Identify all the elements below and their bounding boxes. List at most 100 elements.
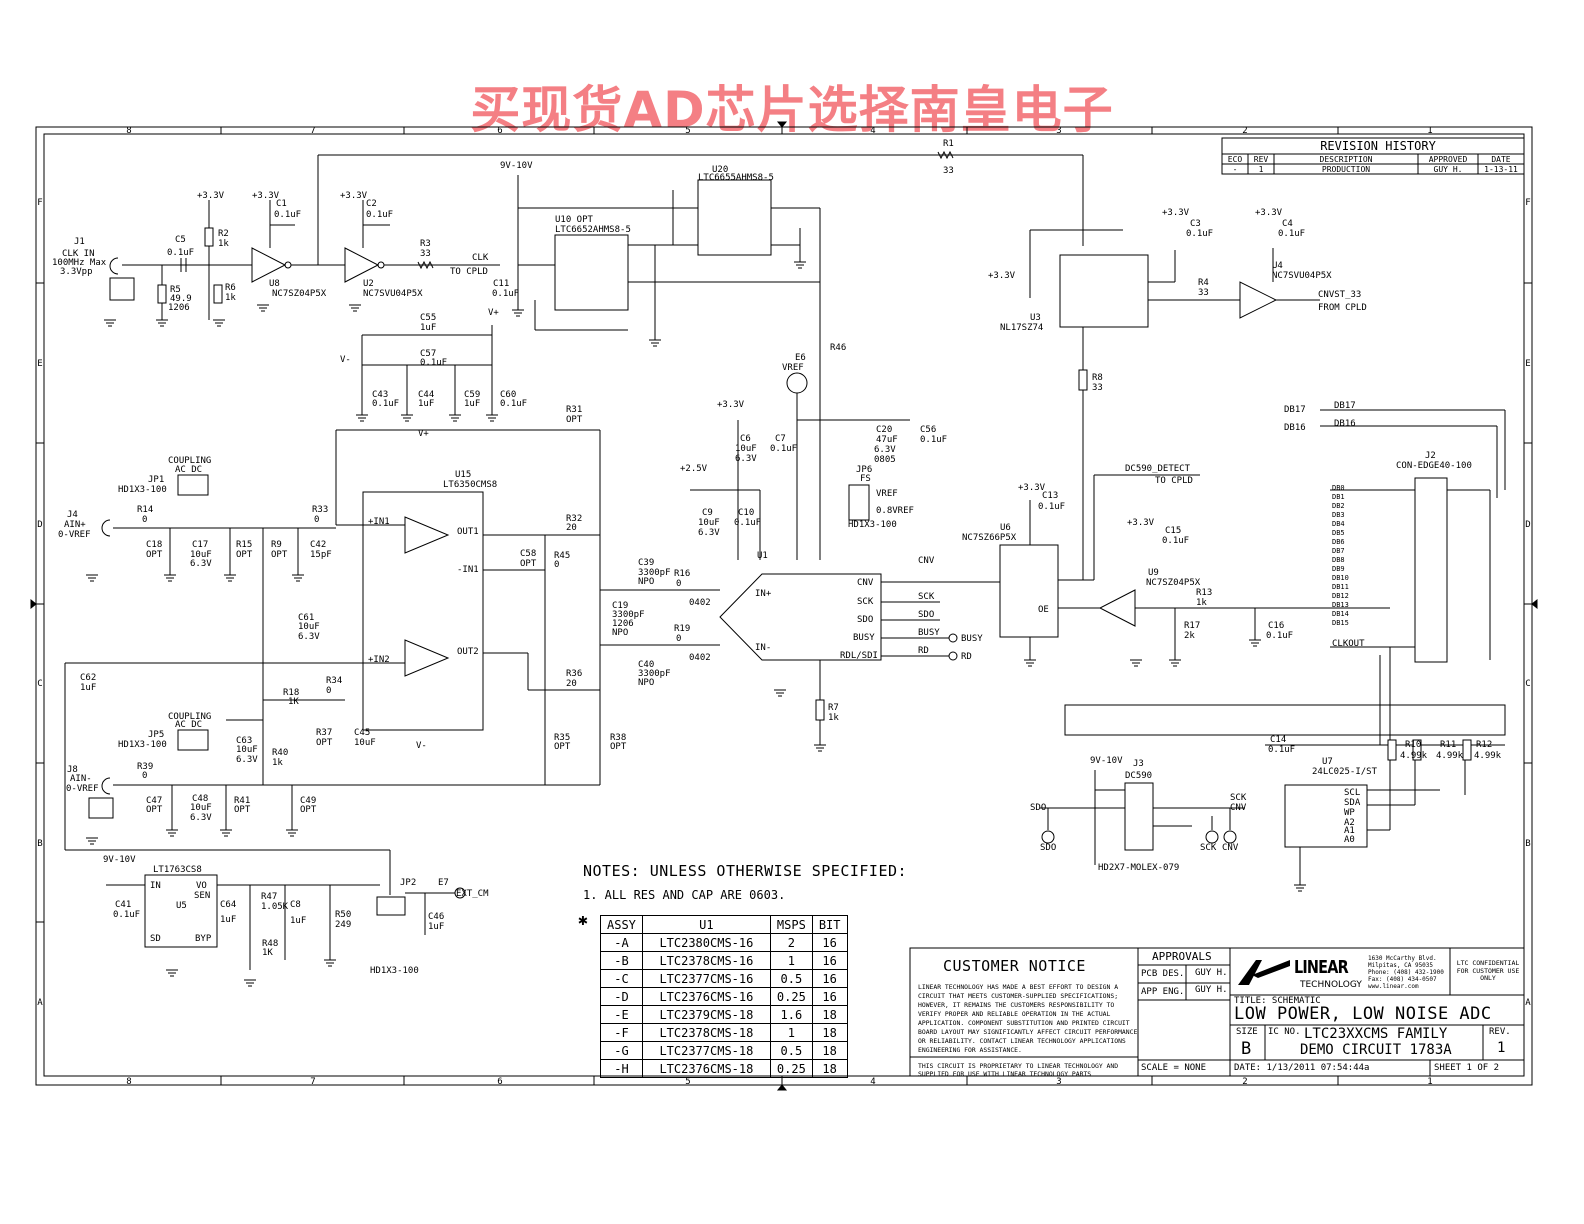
clkout-net: CLKOUT [1332, 639, 1365, 649]
in1-pin: +IN1 [368, 517, 390, 527]
rev-header-approved: APPROVED [1429, 155, 1468, 164]
to-cpld-label-2: TO CPLD [1155, 476, 1193, 486]
c40-value: 3300pF [638, 669, 671, 679]
v910-label-3: 9V-10V [1090, 756, 1123, 766]
jp6-part: HD1X3-100 [848, 520, 897, 530]
j8-label: J8 [67, 765, 78, 775]
assy-cell: -D [600, 987, 643, 1006]
r41-label: R41 [234, 796, 250, 806]
vref-label: VREF [782, 363, 804, 373]
c11-value: 0.1uF [492, 289, 519, 299]
proprietary-notice: THIS CIRCUIT IS PROPRIETARY TO LINEAR TE… [918, 1062, 1119, 1078]
r32-label: R32 [566, 514, 582, 524]
fs-label: FS [860, 474, 871, 484]
r48-label: R48 [262, 939, 278, 949]
c47-value: OPT [146, 805, 163, 815]
r13-value: 1k [1196, 598, 1207, 608]
zone-col-4-top: 4 [870, 126, 875, 136]
msps-cell: 0.5 [769, 1041, 813, 1060]
ground-symbols [86, 261, 1306, 987]
u6-oe-pin: OE [1038, 605, 1049, 615]
c61-label: C61 [298, 613, 314, 623]
date-label: DATE: 1/13/2011 07:54:44a [1234, 1063, 1370, 1073]
assy-cell: -G [600, 1041, 643, 1060]
r2-label: R2 [218, 229, 229, 239]
sdo-net: SDO [918, 610, 934, 620]
r34-label: R34 [326, 676, 342, 686]
rd-test-point: RD [961, 652, 972, 662]
u7-a1-pin: A1 [1344, 826, 1355, 836]
c6-label: C6 [740, 434, 751, 444]
u20-part: LTC6655AHMS8-5 [698, 173, 774, 183]
c55-value: 1uF [420, 323, 436, 333]
schematic-title: LOW POWER, LOW NOISE ADC [1234, 1004, 1492, 1024]
ain-minus-label: AIN- [70, 774, 92, 784]
db4-net: DB4 [1332, 520, 1345, 528]
u5-in-pin: IN [150, 881, 161, 891]
linear-logo-icon [1238, 960, 1290, 985]
c43-value: 0.1uF [372, 399, 399, 409]
r33-label: R33 [312, 505, 328, 515]
zone-col-7-top: 7 [310, 126, 315, 136]
c20-label: C20 [876, 425, 892, 435]
c42-label: C42 [310, 540, 326, 550]
zone-col-3-top: 3 [1056, 126, 1061, 136]
ain-plus-label: AIN+ [64, 520, 86, 530]
vref0-label-2: 0-VREF [66, 784, 99, 794]
app-eng-label: APP ENG. [1141, 987, 1185, 997]
db12-net: DB12 [1332, 592, 1349, 600]
r45-label: R45 [554, 551, 570, 561]
zone-col-3-bottom: 3 [1056, 1077, 1061, 1087]
db9-net: DB9 [1332, 565, 1345, 573]
r46-label: R46 [830, 343, 846, 353]
linear-logo-word: LINEAR [1294, 957, 1349, 978]
jp6-label: JP6 [856, 465, 872, 475]
part-cell: LTC2378CMS-16 [641, 951, 771, 970]
clk-vpp-label: 3.3Vpp [60, 267, 93, 277]
c59-label: C59 [464, 390, 480, 400]
vminus-label-1: V- [340, 355, 351, 365]
cnvst-label: CNVST_33 [1318, 290, 1361, 300]
r35-value: OPT [554, 742, 571, 752]
ic-no-value: LTC23XXCMS FAMILY [1304, 1026, 1448, 1042]
c62-value: 1uF [80, 683, 96, 693]
r8-value: 33 [1092, 383, 1103, 393]
jp2-part: HD1X3-100 [370, 966, 419, 976]
revision-history-box [1221, 137, 1525, 175]
rev-header-eco: ECO [1228, 155, 1243, 164]
c63-rating: 6.3V [236, 755, 258, 765]
zone-row-f-left: F [37, 198, 42, 208]
zone-row-d-left: D [37, 520, 42, 530]
c5-value: 0.1uF [167, 248, 194, 258]
r11-label: R11 [1440, 740, 1456, 750]
coupling-label-1: COUPLING [168, 456, 211, 466]
rev-header-rev: REV [1254, 155, 1269, 164]
c41-value: 0.1uF [113, 910, 140, 920]
c17-value: 10uF [190, 550, 212, 560]
c44-label: C44 [418, 390, 434, 400]
db17-test-point: DB17 [1284, 405, 1306, 415]
u4-label: U4 [1272, 261, 1283, 271]
r11-value: 4.99k [1436, 751, 1464, 761]
title-label: TITLE: SCHEMATIC [1234, 996, 1321, 1006]
c14-value: 0.1uF [1268, 745, 1295, 755]
out1-pin: OUT1 [457, 527, 479, 537]
nin1-pin: -IN1 [457, 565, 479, 575]
sck-net-2: SCK [1230, 793, 1247, 803]
r38-label: R38 [610, 733, 626, 743]
j3-part: DC590 [1125, 771, 1152, 781]
part-cell: LTC2377CMS-16 [641, 969, 771, 988]
u5-label: U5 [176, 901, 187, 911]
bit-cell: 18 [811, 1005, 848, 1024]
r4-label: R4 [1198, 278, 1209, 288]
zone-row-d-right: D [1525, 520, 1530, 530]
c56-value: 0.1uF [920, 435, 947, 445]
msps-cell: 2 [769, 933, 813, 952]
u7-part: 24LC025-I/ST [1312, 767, 1378, 777]
c9-rating: 6.3V [698, 528, 720, 538]
assy-cell: -B [600, 951, 643, 970]
u10-part: LTC6652AHMS8-5 [555, 225, 631, 235]
r45-value: 0 [554, 560, 559, 570]
vminus-label-2: V- [416, 741, 427, 751]
c57-value: 0.1uF [420, 358, 447, 368]
